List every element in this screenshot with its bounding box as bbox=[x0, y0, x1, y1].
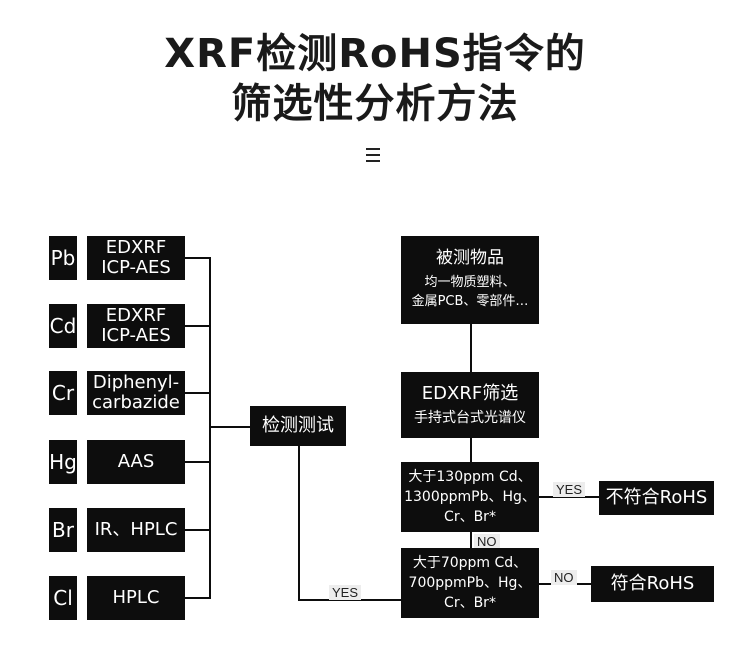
threshold-line: Cr、Br* bbox=[444, 595, 496, 611]
method-label: ICP-AES bbox=[101, 257, 171, 278]
element-symbol: Cd bbox=[49, 313, 77, 338]
result-label: 符合RoHS bbox=[610, 572, 695, 594]
compliant-box: 符合RoHS bbox=[591, 566, 714, 602]
page-title-line-1: XRF检测RoHS指令的 bbox=[164, 31, 586, 77]
bracket-line bbox=[209, 257, 211, 599]
connector-line bbox=[185, 392, 211, 394]
connector-line bbox=[185, 597, 211, 599]
method-label: IR、HPLC bbox=[94, 519, 178, 540]
sample-box-title: 被测物品 bbox=[436, 248, 504, 269]
screening-box-subtitle: 手持式台式光谱仪 bbox=[414, 410, 526, 427]
element-symbol: Cl bbox=[53, 585, 73, 610]
sample-box-line: 金属PCB、零部件… bbox=[411, 293, 529, 309]
element-br-box: Br bbox=[49, 508, 77, 552]
sample-box-line: 均一物质塑料、 bbox=[424, 274, 516, 290]
element-symbol: Hg bbox=[49, 449, 77, 474]
method-label: EDXRF bbox=[105, 305, 167, 326]
element-cl-box: Cl bbox=[49, 576, 77, 620]
element-symbol: Br bbox=[52, 517, 74, 542]
menu-icon bbox=[366, 148, 384, 162]
method-label: carbazide bbox=[92, 392, 180, 413]
method-label: EDXRF bbox=[105, 237, 167, 258]
result-label: 不符合RoHS bbox=[605, 486, 708, 508]
method-box-cl: HPLC bbox=[87, 576, 185, 620]
element-cd-box: Cd bbox=[49, 304, 77, 348]
element-cr-box: Cr bbox=[49, 371, 77, 415]
sample-box: 被测物品 均一物质塑料、 金属PCB、零部件… bbox=[401, 236, 539, 324]
connector-line bbox=[209, 426, 251, 428]
threshold-line: 1300ppmPb、Hg、 bbox=[404, 489, 536, 505]
page-title-line-2: 筛选性分析方法 bbox=[231, 81, 519, 127]
screening-box-title: EDXRF筛选 bbox=[421, 382, 519, 404]
connector-line bbox=[298, 446, 300, 601]
method-label: HPLC bbox=[112, 587, 160, 608]
no-label: NO bbox=[551, 570, 577, 585]
threshold-line: Cr、Br* bbox=[444, 509, 496, 525]
threshold-130-box: 大于130ppm Cd、 1300ppmPb、Hg、 Cr、Br* bbox=[401, 462, 539, 532]
screening-box: EDXRF筛选 手持式台式光谱仪 bbox=[401, 372, 539, 438]
element-symbol: Cr bbox=[51, 380, 75, 405]
test-box: 检测测试 bbox=[250, 406, 346, 446]
test-box-label: 检测测试 bbox=[262, 414, 334, 436]
connector-line bbox=[185, 461, 211, 463]
method-label: ICP-AES bbox=[101, 325, 171, 346]
threshold-line: 大于130ppm Cd、 bbox=[408, 469, 532, 485]
connector-line bbox=[298, 599, 401, 601]
element-hg-box: Hg bbox=[49, 440, 77, 484]
connector-line bbox=[185, 529, 211, 531]
connector-line bbox=[185, 325, 211, 327]
method-box-pb: EDXRF ICP-AES bbox=[87, 236, 185, 280]
method-label: AAS bbox=[117, 451, 155, 472]
method-label: Diphenyl- bbox=[92, 372, 180, 393]
connector-line bbox=[470, 324, 472, 372]
element-pb-box: Pb bbox=[49, 236, 77, 280]
connector-line bbox=[539, 496, 599, 498]
connector-line bbox=[185, 257, 211, 259]
threshold-line: 大于70ppm Cd、 bbox=[412, 555, 528, 571]
no-label: NO bbox=[474, 534, 500, 549]
threshold-line: 700ppmPb、Hg、 bbox=[408, 575, 532, 591]
yes-label: YES bbox=[329, 585, 362, 600]
element-symbol: Pb bbox=[50, 245, 76, 270]
connector-line bbox=[470, 438, 472, 462]
method-box-cr: Diphenyl- carbazide bbox=[87, 371, 185, 415]
method-box-br: IR、HPLC bbox=[87, 508, 185, 552]
threshold-70-box: 大于70ppm Cd、 700ppmPb、Hg、 Cr、Br* bbox=[401, 548, 539, 618]
method-box-cd: EDXRF ICP-AES bbox=[87, 304, 185, 348]
method-box-hg: AAS bbox=[87, 440, 185, 484]
connector-line bbox=[470, 532, 472, 548]
non-compliant-box: 不符合RoHS bbox=[599, 481, 714, 515]
yes-label: YES bbox=[553, 482, 586, 497]
